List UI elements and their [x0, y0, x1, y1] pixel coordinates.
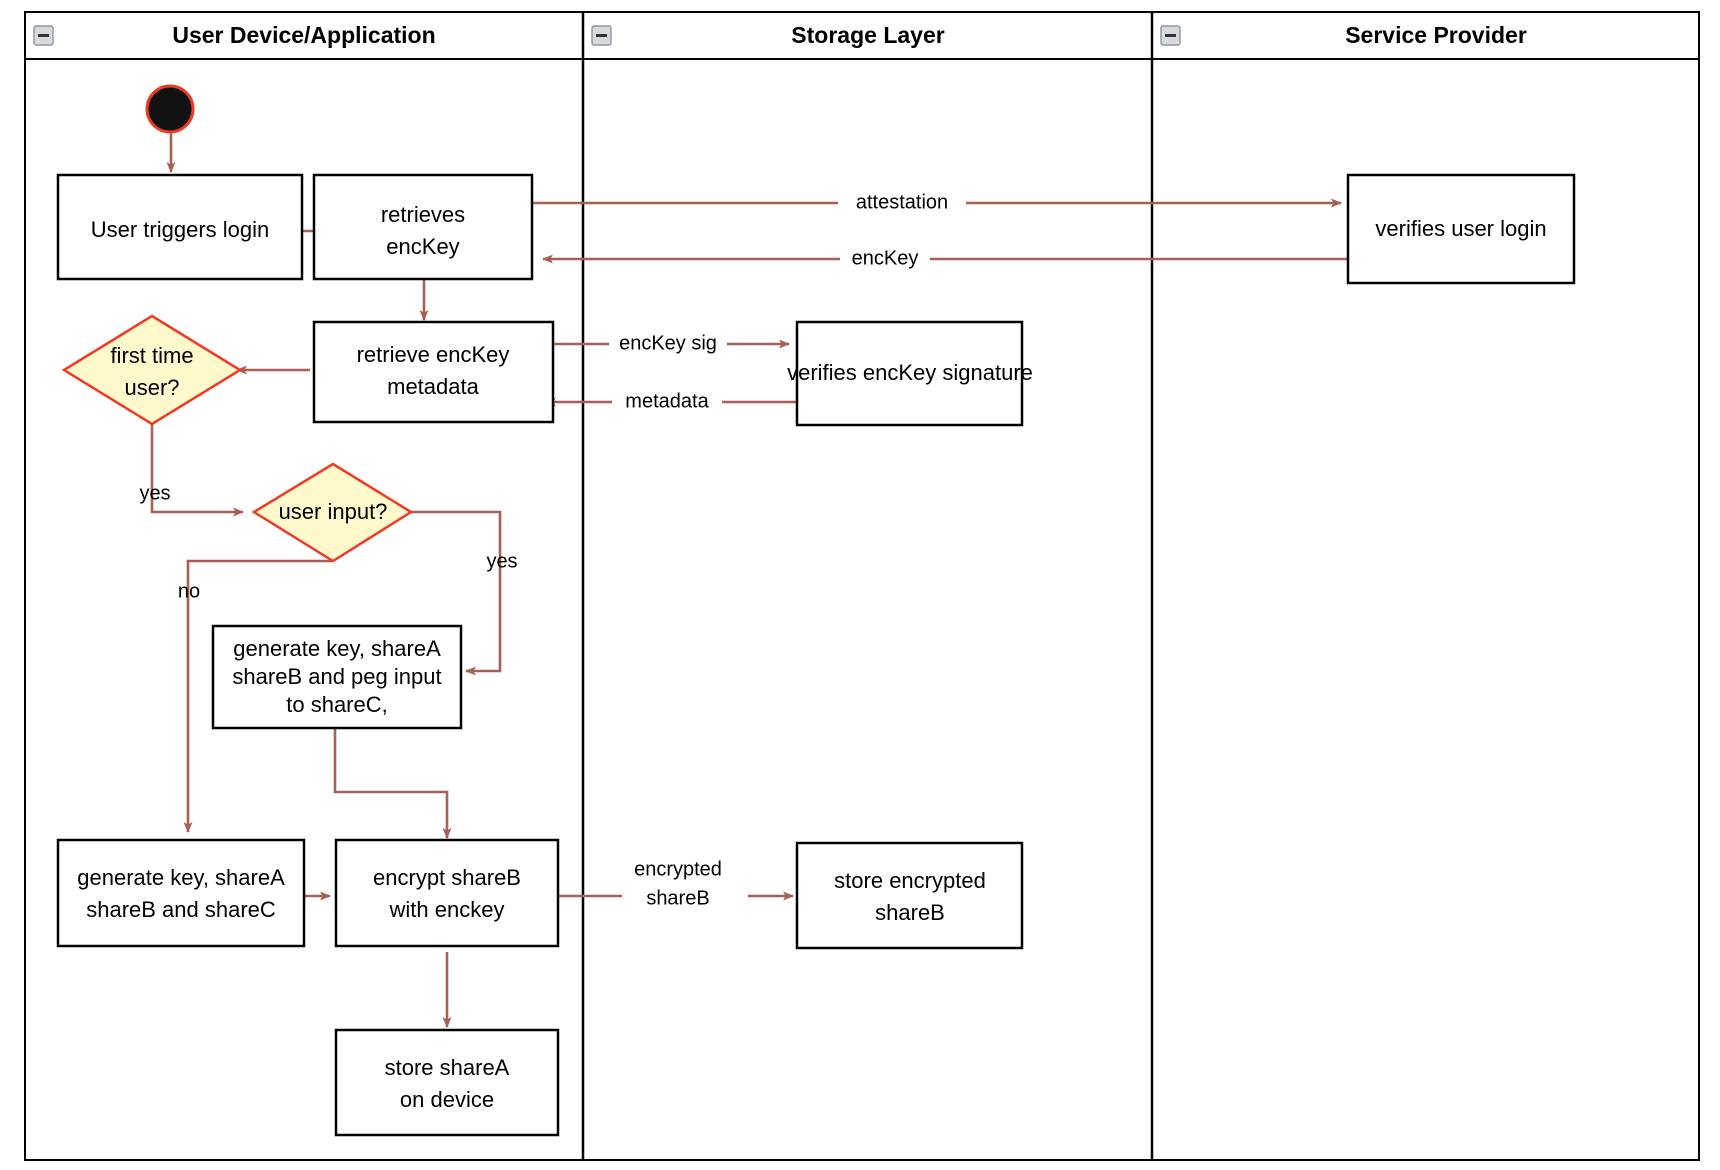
activity-node-generate-key-shares[interactable]: generate key, shareA shareB and shareC — [56, 838, 306, 948]
node-label-line2: user? — [124, 375, 179, 400]
node-label-line1: encrypt shareB — [373, 865, 521, 890]
edge-label-enckey-sig: encKey sig — [609, 331, 727, 357]
lane-header-storage-layer[interactable]: Storage Layer — [591, 22, 945, 48]
node-label-line2: shareB and shareC — [86, 897, 276, 922]
lane-title-storage-layer: Storage Layer — [791, 22, 944, 48]
node-label-line3: to shareC, — [286, 692, 388, 717]
activity-node-verifies-user-login[interactable]: verifies user login — [1346, 173, 1576, 285]
node-label-line1: store encrypted — [834, 868, 986, 893]
activity-node-verifies-enckey-signature[interactable]: verifies encKey signature — [787, 320, 1033, 427]
diagram-frame — [24, 11, 1700, 1161]
node-label-line2: on device — [400, 1087, 494, 1112]
activity-node-user-triggers-login[interactable]: User triggers login — [56, 173, 304, 281]
activity-node-store-encrypted-shareb[interactable]: store encrypted shareB — [795, 841, 1024, 950]
activity-node-generate-key-peg[interactable]: generate key, shareA shareB and peg inpu… — [211, 624, 463, 730]
edge-user-input-no — [183, 559, 332, 833]
node-label: verifies encKey signature — [787, 360, 1033, 385]
edge-label-metadata: metadata — [612, 389, 722, 415]
edge-first-time-yes — [150, 414, 244, 517]
node-label: User triggers login — [91, 217, 270, 242]
lane-title-service-provider: Service Provider — [1345, 22, 1527, 48]
initial-node[interactable] — [145, 84, 195, 134]
collapse-minus-icon[interactable] — [591, 25, 612, 46]
activity-node-encrypt-shareb[interactable]: encrypt shareB with enckey — [334, 838, 560, 948]
node-label-line1: generate key, shareA — [77, 865, 285, 890]
activity-node-retrieve-enckey-metadata[interactable]: retrieve encKey metadata — [312, 320, 555, 424]
lane-title-user-device: User Device/Application — [172, 22, 435, 48]
svg-text:encrypted: encrypted — [634, 858, 722, 880]
node-label-line2: shareB — [875, 900, 945, 925]
node-label-line1: first time — [110, 343, 193, 368]
edge-label-encrypted-shareb: encrypted shareB — [622, 857, 748, 915]
edge-label-enckey: encKey — [840, 246, 930, 272]
svg-text:encKey: encKey — [852, 247, 919, 269]
edge-label-yes-user-input: yes — [486, 550, 517, 572]
svg-text:attestation: attestation — [856, 191, 948, 213]
lane-header-service-provider[interactable]: Service Provider — [1160, 22, 1527, 48]
collapse-minus-icon[interactable] — [33, 25, 54, 46]
edge-label-attestation: attestation — [838, 190, 966, 216]
node-label-line2: with enckey — [389, 897, 505, 922]
node-label-line1: store shareA — [385, 1055, 510, 1080]
svg-text:shareB: shareB — [646, 887, 709, 909]
node-label-line1: retrieves — [381, 202, 465, 227]
svg-text:metadata: metadata — [625, 390, 709, 412]
collapse-minus-icon[interactable] — [1160, 25, 1181, 46]
node-label-line2: encKey — [386, 234, 459, 259]
node-label-line1: generate key, shareA — [233, 636, 441, 661]
edge-label-no-user-input: no — [178, 580, 200, 602]
node-label: user input? — [279, 499, 388, 524]
node-label-line2: metadata — [387, 374, 479, 399]
decision-node-user-input[interactable]: user input? — [251, 462, 414, 563]
edge-user-input-yes — [410, 510, 502, 676]
edge-label-yes-first-time: yes — [139, 482, 170, 504]
activity-node-store-sharea[interactable]: store shareA on device — [334, 1028, 560, 1137]
lane-header-user-device[interactable]: User Device/Application — [33, 22, 436, 48]
node-label-line2: shareB and peg input — [232, 664, 441, 689]
node-label-line1: retrieve encKey — [357, 342, 510, 367]
decision-node-first-time-user[interactable]: first time user? — [61, 314, 243, 426]
node-label: verifies user login — [1375, 216, 1546, 241]
activity-node-retrieves-enckey[interactable]: retrieves encKey — [312, 173, 534, 281]
edge-peg-to-encrypt — [333, 727, 452, 839]
svg-text:encKey sig: encKey sig — [619, 332, 717, 354]
